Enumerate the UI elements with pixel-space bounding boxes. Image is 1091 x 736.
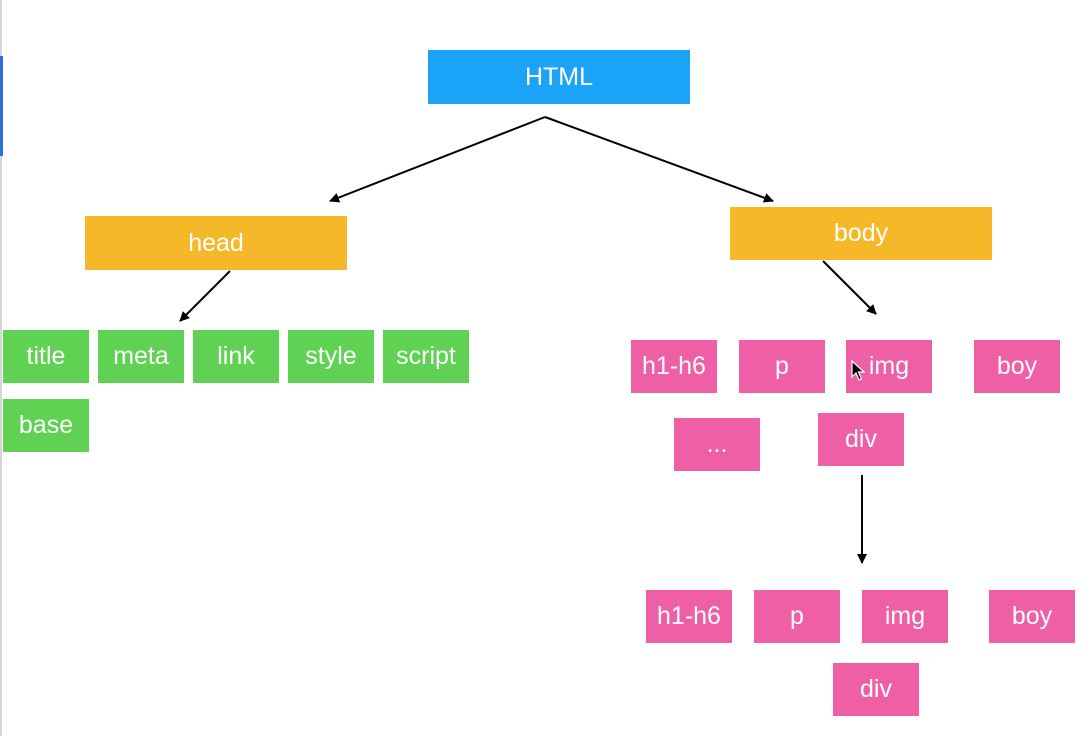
node-body-child-img: img <box>846 340 932 393</box>
window-left-accent <box>0 56 3 156</box>
node-body-child-div: div <box>818 413 904 466</box>
node-head: head <box>85 216 347 270</box>
node-body-child-boy: boy <box>974 340 1060 393</box>
node-div-child-img: img <box>862 590 948 643</box>
arrow-head-to-children <box>179 270 231 322</box>
mouse-cursor-icon <box>851 360 865 381</box>
node-div-child-div: div <box>833 663 919 716</box>
node-div-child-boy: boy <box>989 590 1075 643</box>
node-head-child-style: style <box>288 330 374 383</box>
node-body-child-p: p <box>739 340 825 393</box>
node-div-child-p: p <box>754 590 840 643</box>
node-div-child-h1-h6: h1-h6 <box>646 590 732 643</box>
node-head-child-base: base <box>3 399 89 452</box>
node-body-child-h1-h6: h1-h6 <box>631 340 717 393</box>
node-head-child-link: link <box>193 330 279 383</box>
node-head-child-title: title <box>3 330 89 383</box>
arrow-html-to-head <box>329 116 546 203</box>
node-body-child-ellipsis: ... <box>674 418 760 471</box>
node-html: HTML <box>428 50 690 104</box>
arrow-html-to-body <box>544 116 774 203</box>
node-body: body <box>730 207 992 260</box>
window-left-border <box>0 0 2 736</box>
arrow-body-to-children <box>822 260 877 315</box>
node-head-child-meta: meta <box>98 330 184 383</box>
node-head-child-script: script <box>383 330 469 383</box>
